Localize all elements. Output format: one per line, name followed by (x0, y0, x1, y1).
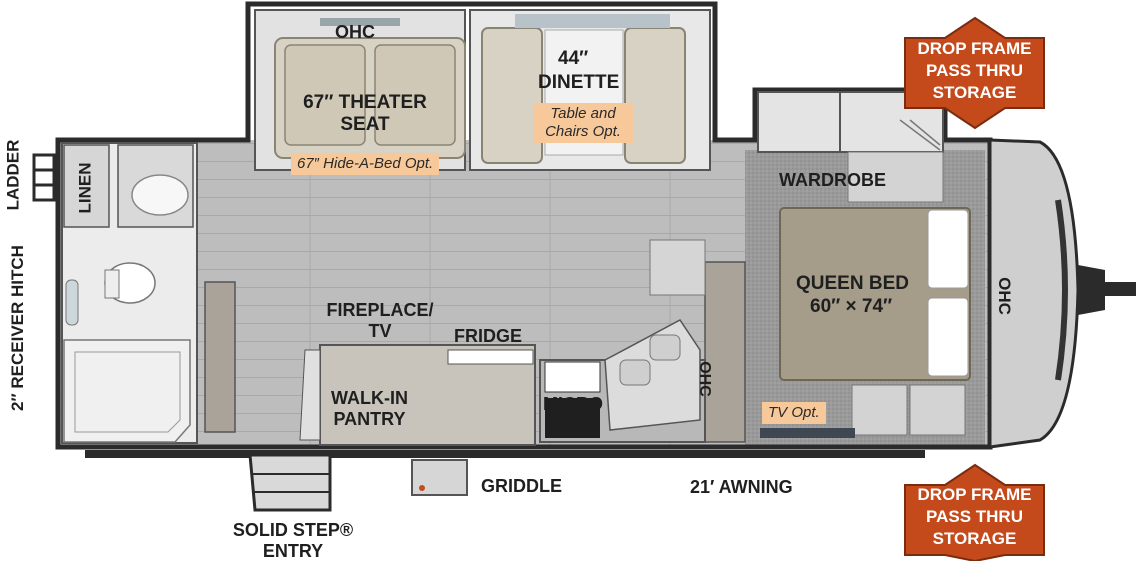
ladder (32, 153, 56, 202)
ohc-right-label: OHC (994, 277, 1014, 315)
hitch (1078, 265, 1105, 315)
dinette-size-label: 44″ (558, 48, 589, 69)
hide-a-bed-option: 67″ Hide-A-Bed Opt. (291, 153, 440, 175)
wardrobe-label: WARDROBE (779, 170, 886, 190)
fridge-label: FRIDGE (454, 326, 523, 346)
walk-in-pantry-label: WALK-IN PANTRY (331, 388, 408, 429)
ohc-kitchen-label: OHC (695, 361, 713, 397)
queen-bed (779, 207, 971, 381)
queen-bed-label: QUEEN BED (796, 273, 909, 294)
drop-frame-top-label: DROP FRAME PASS THRU STORAGE (917, 39, 1032, 103)
solid-step-entry-label: SOLID STEP® ENTRY (232, 520, 354, 561)
linen-label: LINEN (75, 162, 95, 214)
drop-frame-badge-top (904, 16, 1045, 130)
bed-size-label: 60″ × 74″ (810, 296, 893, 317)
table-chairs-option: Table and Chairs Opt. (533, 103, 633, 143)
drop-frame-bottom-label: DROP FRAME PASS THRU STORAGE (917, 485, 1032, 549)
ohc-top-label: OHC (335, 22, 375, 42)
fireplace-tv-label: FIREPLACE/ TV (326, 300, 434, 341)
awning-rail (85, 450, 925, 458)
entry-steps (248, 453, 332, 512)
ladder-label: LADDER (3, 139, 23, 211)
griddle-label: GRIDDLE (481, 476, 562, 496)
receiver-hitch-label: 2″ RECEIVER HITCH (7, 245, 27, 411)
griddle (411, 459, 468, 496)
linen-cabinet (63, 144, 110, 228)
tv-option: TV Opt. (762, 402, 826, 424)
front-cap (988, 138, 1080, 449)
micro-label: MICRO (543, 394, 603, 414)
drop-frame-badge-bottom (904, 463, 1045, 561)
shower (63, 339, 191, 443)
awning-label: 21′ AWNING (690, 477, 793, 497)
dinette-label: DINETTE (538, 72, 620, 93)
theater-seat-label: 67″ THEATER SEAT (303, 92, 427, 135)
